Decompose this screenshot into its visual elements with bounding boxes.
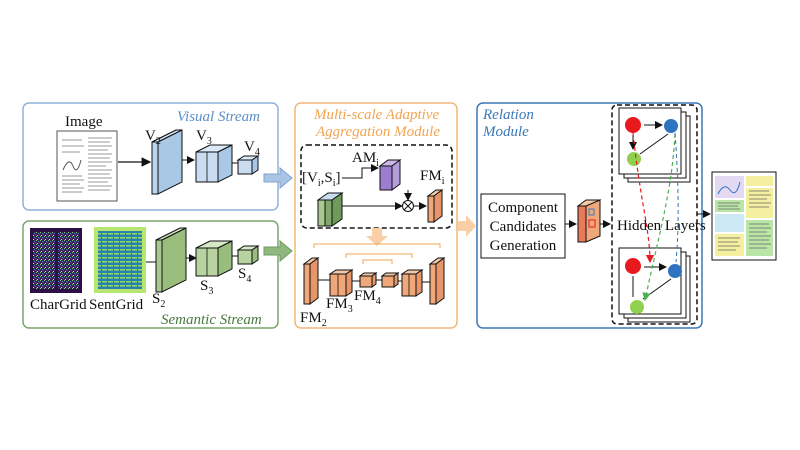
candidate-feature-block bbox=[576, 199, 602, 243]
concat-feature-block bbox=[316, 192, 344, 227]
feature-block-v4 bbox=[236, 155, 260, 175]
chargrid-image bbox=[30, 228, 82, 293]
s3-label: S3 bbox=[200, 278, 213, 297]
green-dashed-connection bbox=[642, 133, 676, 302]
aggregation-to-relation-arrow bbox=[458, 215, 476, 237]
feature-block-v3 bbox=[195, 144, 233, 183]
document-thumbnail-icon bbox=[56, 130, 118, 202]
image-label: Image bbox=[65, 114, 103, 130]
visual-stream-panel: Visual Stream Image V2 V3 bbox=[22, 102, 279, 211]
fm3-label: FM3 bbox=[326, 296, 353, 315]
s2-label: S2 bbox=[152, 291, 165, 310]
feature-block-s2 bbox=[155, 227, 187, 293]
aggregation-module-panel: Multi-scale Adaptive Aggregation Module … bbox=[294, 102, 458, 329]
input-pair-label: [Vi,Si] bbox=[302, 170, 340, 189]
feature-block-s3 bbox=[195, 240, 233, 277]
blue-dashed-connection bbox=[674, 132, 679, 263]
chargrid-label: CharGrid bbox=[30, 297, 87, 313]
candidates-line1: Component bbox=[488, 200, 559, 216]
fm2-label: FM2 bbox=[300, 310, 327, 329]
multiply-icon bbox=[402, 200, 414, 212]
semantic-stream-panel: Semantic Stream CharGrid SentGrid S2 bbox=[22, 220, 279, 329]
relation-title-line2: Module bbox=[482, 124, 529, 140]
v2-label: V2 bbox=[145, 128, 161, 147]
s4-label: S4 bbox=[238, 266, 251, 285]
fused-feature-block bbox=[426, 189, 444, 223]
graph-node-icon bbox=[625, 117, 678, 166]
attention-map-block bbox=[378, 159, 402, 191]
semantic-to-aggregation-arrow bbox=[263, 239, 293, 263]
candidates-line2: Candidates bbox=[490, 219, 557, 235]
v3-label: V3 bbox=[196, 128, 212, 147]
feature-block-v2 bbox=[151, 129, 183, 195]
red-dashed-connection bbox=[632, 132, 655, 264]
relation-module-panel: Relation Module Component Candidates Gen… bbox=[476, 102, 706, 329]
candidates-line3: Generation bbox=[490, 238, 557, 254]
visual-to-aggregation-arrow bbox=[263, 166, 293, 190]
output-document-thumbnail bbox=[711, 171, 777, 261]
fm4-label: FM4 bbox=[354, 288, 381, 307]
module-down-arrow bbox=[366, 228, 388, 246]
semantic-stream-title: Semantic Stream bbox=[161, 312, 262, 328]
graph-stack-bottom bbox=[618, 247, 691, 323]
visual-stream-title: Visual Stream bbox=[177, 109, 260, 125]
am-label: AMi bbox=[352, 150, 379, 169]
relation-title-line1: Relation bbox=[482, 107, 534, 123]
graph-stack-top bbox=[618, 107, 691, 183]
aggregation-title-line1: Multi-scale Adaptive bbox=[313, 107, 439, 123]
feature-block-s4 bbox=[236, 245, 260, 265]
fpn-structure bbox=[302, 243, 446, 305]
aggregation-title-line2: Aggregation Module bbox=[315, 124, 440, 140]
v4-label: V4 bbox=[244, 139, 260, 158]
fm-i-label: FMi bbox=[420, 168, 445, 187]
sentgrid-image bbox=[94, 227, 146, 293]
sentgrid-label: SentGrid bbox=[89, 297, 144, 313]
